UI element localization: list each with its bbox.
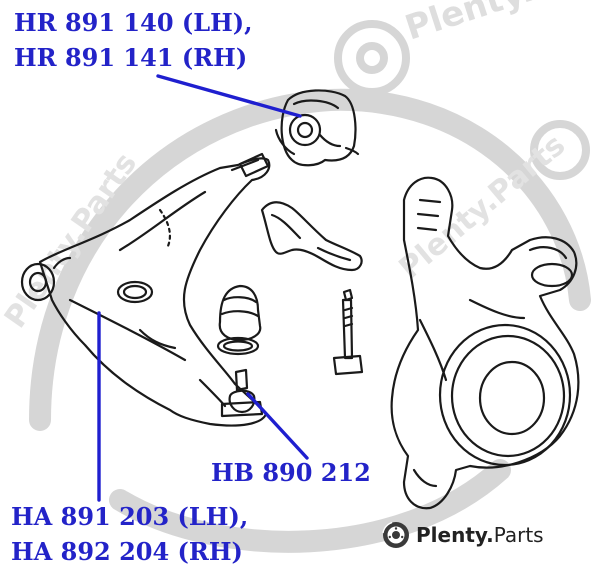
- bolt-drawing: [332, 288, 364, 376]
- label-bushing-rh: HR 891 141 (RH): [14, 43, 248, 72]
- watermark-disc-icon: [334, 20, 590, 180]
- watermark-swoosh-lower: [109, 459, 511, 553]
- label-control-arm-rh: HA 892 204 (RH): [11, 537, 243, 566]
- brand-name: Plenty: [416, 523, 487, 547]
- brand-dot: .: [486, 523, 494, 547]
- leader-line-bushing: [156, 74, 302, 118]
- watermark-swoosh: [29, 88, 591, 431]
- control-arm-drawing: [20, 157, 271, 427]
- ball-joint-drawing: [220, 368, 264, 418]
- arm-stud-drawing: [238, 152, 270, 178]
- label-control-arm-lh: HA 891 203 (LH),: [11, 502, 249, 531]
- label-ball-joint: HB 890 212: [211, 458, 371, 487]
- brake-disc-icon: [382, 521, 409, 548]
- brand-mark: Plenty.Parts: [416, 520, 544, 550]
- watermark-text: Plenty.Parts: [400, 0, 600, 49]
- knuckle-drawing: [390, 176, 580, 510]
- bushing-drawing: [274, 89, 360, 167]
- brand-suffix: Parts: [493, 523, 544, 547]
- label-bushing-lh: HR 891 140 (LH),: [14, 8, 253, 37]
- bracket-drawing: [260, 201, 363, 272]
- watermark-text: Plenty.Parts: [0, 147, 144, 335]
- leader-line-ball-joint: [246, 392, 309, 460]
- dust-boot-drawing: [216, 284, 262, 356]
